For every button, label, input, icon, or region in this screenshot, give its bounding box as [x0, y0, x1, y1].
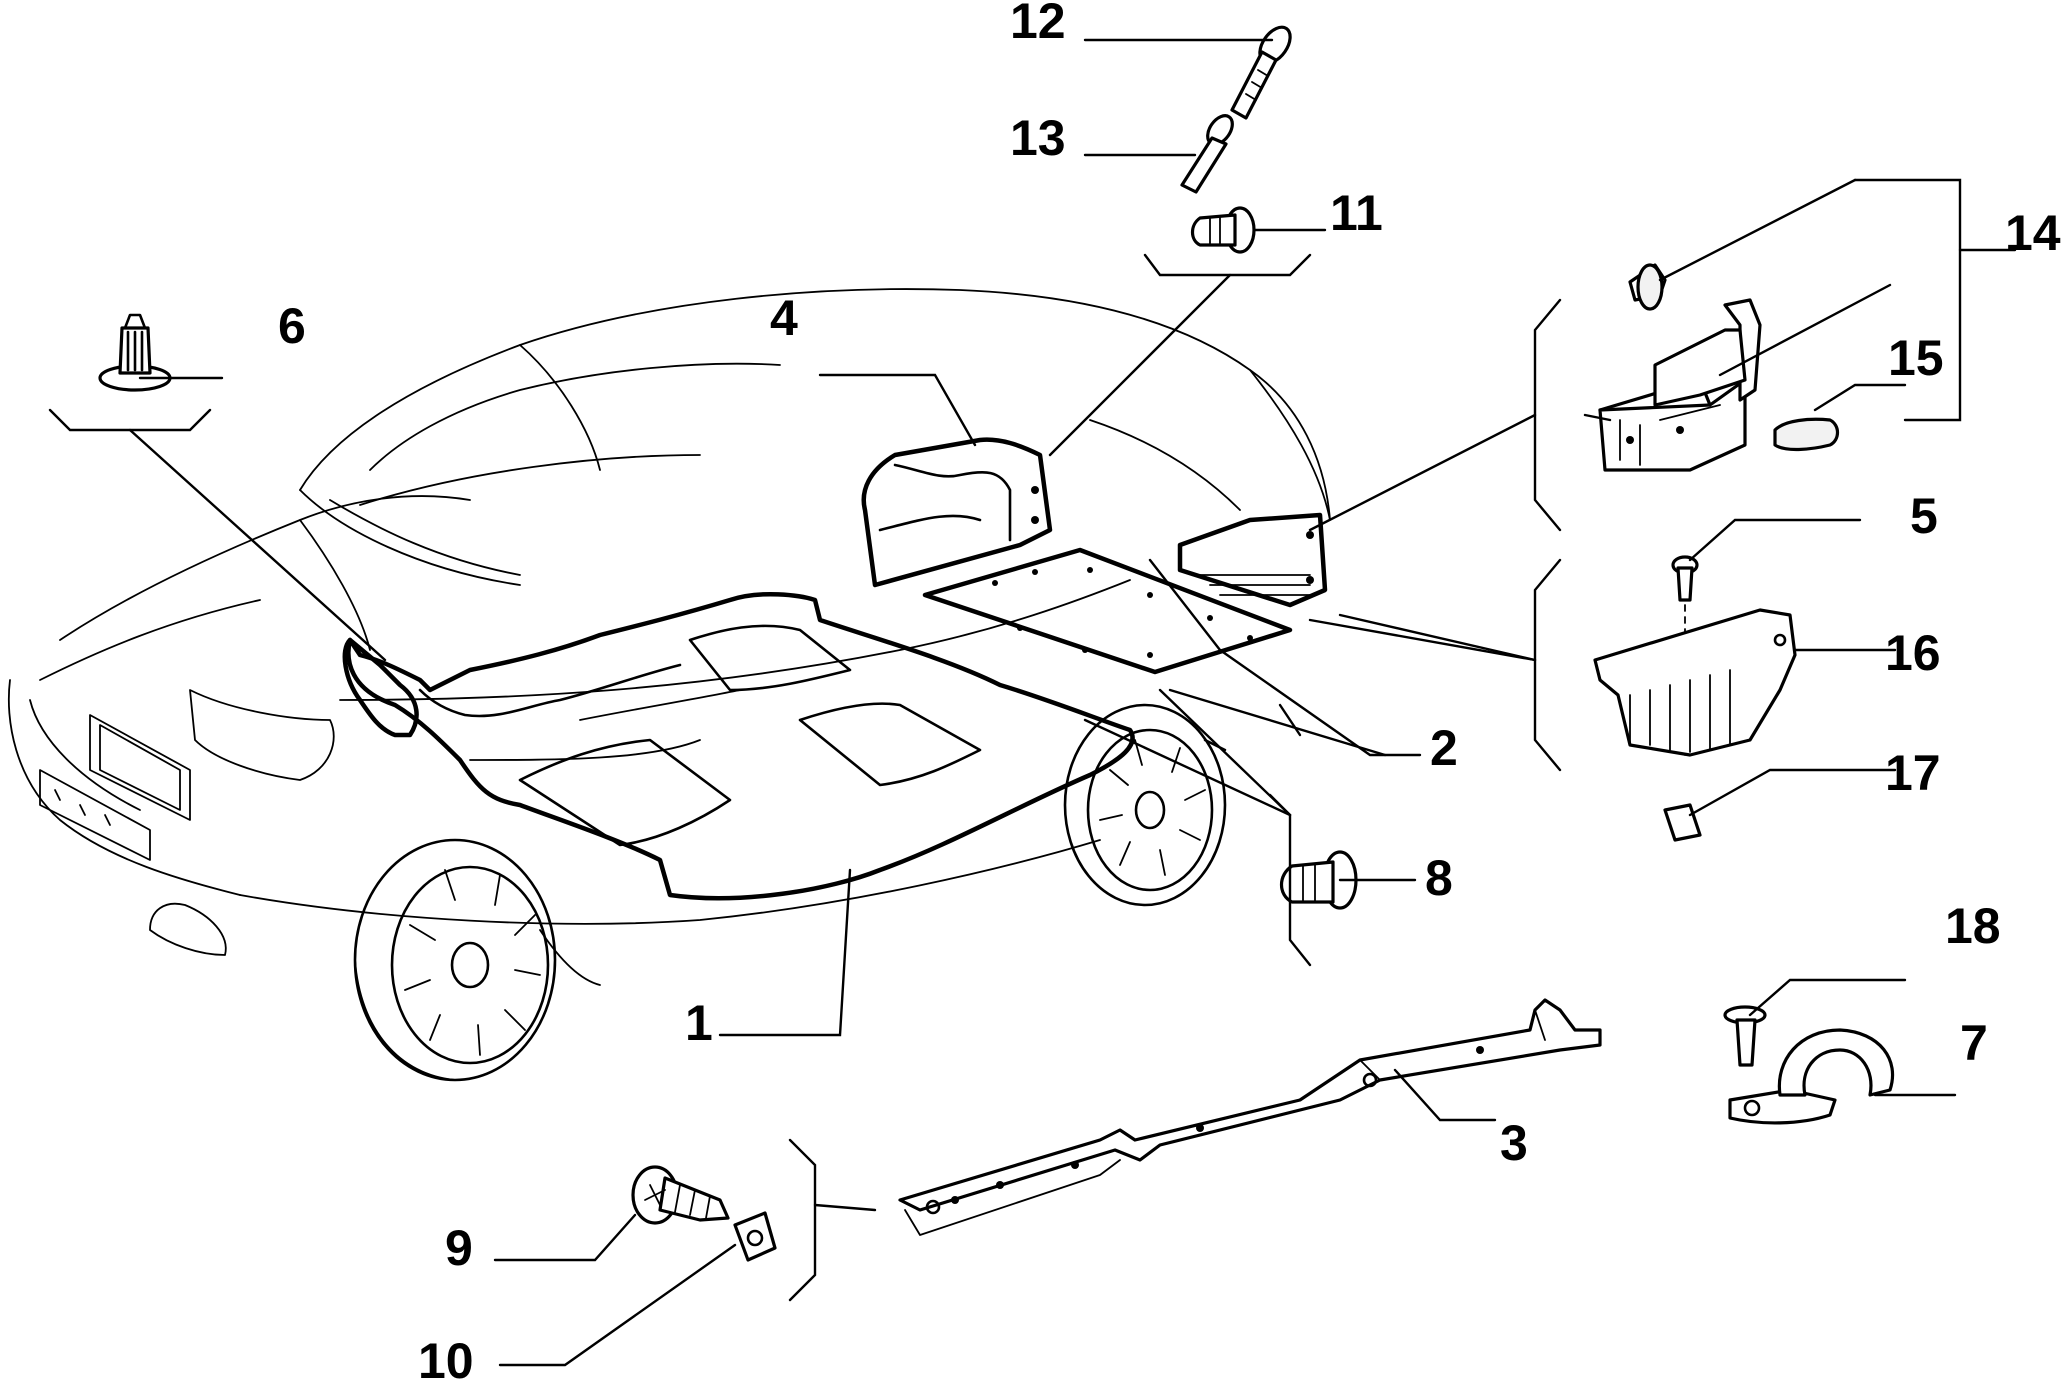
- callout-6: 6: [278, 298, 306, 354]
- callout-3: 3: [1500, 1115, 1528, 1171]
- rear-bulkhead-part-4: [861, 437, 1053, 588]
- side-pocket-part-16: [1593, 608, 1797, 757]
- callout-16: 16: [1885, 625, 1941, 681]
- front-wheel: [353, 838, 557, 1082]
- rear-floor-panel-part-2: [922, 547, 1293, 675]
- leader-lines: [48, 38, 2017, 1367]
- callout-11: 11: [1330, 185, 1383, 241]
- callout-1: 1: [685, 995, 713, 1051]
- callout-8: 8: [1425, 850, 1453, 906]
- screw-part-9: [631, 1165, 730, 1225]
- callout-17: 17: [1885, 745, 1941, 801]
- front-carpet-flap: [342, 637, 419, 738]
- clip-nut-part-10: [733, 1211, 777, 1262]
- callout-labels: 12 13 11 14 4 6 15 5 16 2 17 8 18 1 7 3 …: [278, 0, 2061, 1380]
- callout-13: 13: [1010, 110, 1066, 166]
- pin-part-13: [1180, 114, 1234, 194]
- push-fastener-part-11: [1190, 206, 1256, 254]
- bracket-liner-part-14: [1598, 263, 1762, 472]
- cap-plug-part-15: [1773, 417, 1840, 452]
- callout-5: 5: [1910, 488, 1938, 544]
- callout-14: 14: [2005, 205, 2061, 261]
- tie-down-loop-part-7: [1728, 1028, 1895, 1125]
- callout-12: 12: [1010, 0, 1066, 49]
- car-body-outline: [7, 288, 1331, 986]
- callout-9: 9: [445, 1220, 473, 1276]
- rear-wheel: [1063, 703, 1227, 907]
- callout-15: 15: [1888, 330, 1944, 386]
- callout-10: 10: [418, 1333, 474, 1380]
- screw-part-18: [1723, 1005, 1767, 1067]
- floor-carpet-part-1: [346, 591, 1135, 901]
- callout-7: 7: [1960, 1015, 1988, 1071]
- callout-18: 18: [1945, 898, 2001, 954]
- push-clip-part-6: [98, 313, 172, 392]
- clip-part-17: [1663, 803, 1702, 842]
- trunk-side-liner: [1177, 512, 1328, 608]
- sill-trim-part-3: [898, 998, 1602, 1236]
- bolt-part-12: [1230, 25, 1292, 120]
- callout-2: 2: [1430, 720, 1458, 776]
- callout-4: 4: [770, 290, 798, 346]
